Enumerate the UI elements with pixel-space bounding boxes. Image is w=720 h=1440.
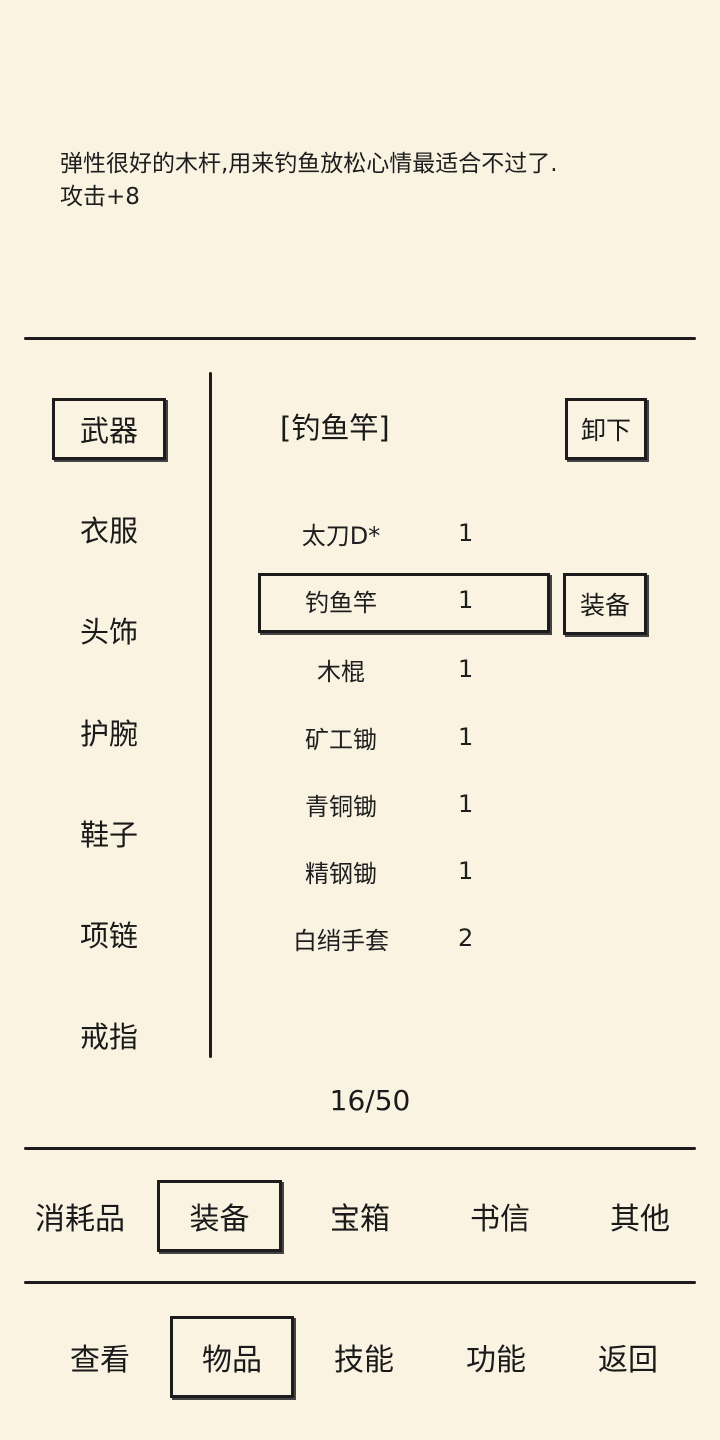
item-name: 钓鱼竿 bbox=[305, 588, 377, 617]
item-qty: 1 bbox=[458, 857, 474, 885]
nav-view[interactable]: 查看 bbox=[70, 1343, 130, 1378]
category-ring[interactable]: 戒指 bbox=[79, 1020, 138, 1054]
nav-functions[interactable]: 功能 bbox=[466, 1343, 526, 1378]
item-description-text: 弹性很好的木杆,用来钓鱼放松心情最适合不过了. bbox=[60, 151, 558, 177]
tab-consumables[interactable]: 消耗品 bbox=[35, 1202, 125, 1237]
item-name: 矿工锄 bbox=[305, 725, 377, 754]
category-shoes[interactable]: 鞋子 bbox=[79, 818, 138, 852]
category-necklace[interactable]: 项链 bbox=[79, 919, 138, 953]
item-qty: 2 bbox=[458, 924, 474, 952]
item-name: 白绡手套 bbox=[293, 926, 389, 955]
list-item[interactable]: 白绡手套 2 bbox=[258, 908, 550, 968]
category-bracer[interactable]: 护腕 bbox=[79, 717, 138, 751]
nav-skills[interactable]: 技能 bbox=[334, 1343, 394, 1378]
item-name: 青铜锄 bbox=[305, 792, 377, 821]
unequip-button[interactable]: 卸下 bbox=[565, 398, 647, 460]
nav-items[interactable]: 物品 bbox=[202, 1343, 262, 1378]
bottom-divider bbox=[24, 1281, 696, 1284]
nav-return[interactable]: 返回 bbox=[598, 1343, 658, 1378]
item-name: 太刀D* bbox=[301, 521, 381, 550]
tab-letters[interactable]: 书信 bbox=[470, 1202, 530, 1237]
category-clothes[interactable]: 衣服 bbox=[79, 514, 138, 548]
item-description: 弹性很好的木杆,用来钓鱼放松心情最适合不过了. 攻击+8 bbox=[60, 148, 558, 214]
tab-others[interactable]: 其他 bbox=[610, 1202, 670, 1237]
category-headwear[interactable]: 头饰 bbox=[79, 615, 138, 649]
inventory-counter: 16/50 bbox=[329, 1084, 411, 1117]
list-item[interactable]: 太刀D* 1 bbox=[258, 503, 550, 563]
list-item[interactable]: 木棍 1 bbox=[258, 639, 550, 699]
item-name: 精钢锄 bbox=[305, 859, 377, 888]
middle-divider bbox=[24, 1147, 696, 1150]
list-item-selected[interactable]: 钓鱼竿 1 bbox=[258, 573, 550, 633]
item-qty: 1 bbox=[458, 655, 474, 683]
sidebar-divider bbox=[209, 372, 212, 1058]
list-item[interactable]: 矿工锄 1 bbox=[258, 707, 550, 767]
item-qty: 1 bbox=[458, 519, 474, 547]
tab-chests[interactable]: 宝箱 bbox=[330, 1202, 390, 1237]
item-tab-selected-frame bbox=[157, 1180, 282, 1252]
equip-button[interactable]: 装备 bbox=[563, 573, 647, 635]
top-divider bbox=[24, 337, 696, 340]
item-stat-text: 攻击+8 bbox=[60, 184, 140, 210]
item-qty: 1 bbox=[458, 723, 474, 751]
category-weapon[interactable]: 武器 bbox=[79, 414, 138, 448]
category-selected-frame bbox=[52, 398, 166, 460]
main-nav-selected-frame bbox=[170, 1316, 294, 1398]
tab-equipment[interactable]: 装备 bbox=[189, 1202, 250, 1237]
item-qty: 1 bbox=[458, 586, 474, 614]
item-qty: 1 bbox=[458, 790, 474, 818]
list-item[interactable]: 青铜锄 1 bbox=[258, 774, 550, 834]
list-item[interactable]: 精钢锄 1 bbox=[258, 841, 550, 901]
item-name: 木棍 bbox=[317, 657, 365, 686]
equipped-item-label: [钓鱼竿] bbox=[280, 411, 390, 445]
